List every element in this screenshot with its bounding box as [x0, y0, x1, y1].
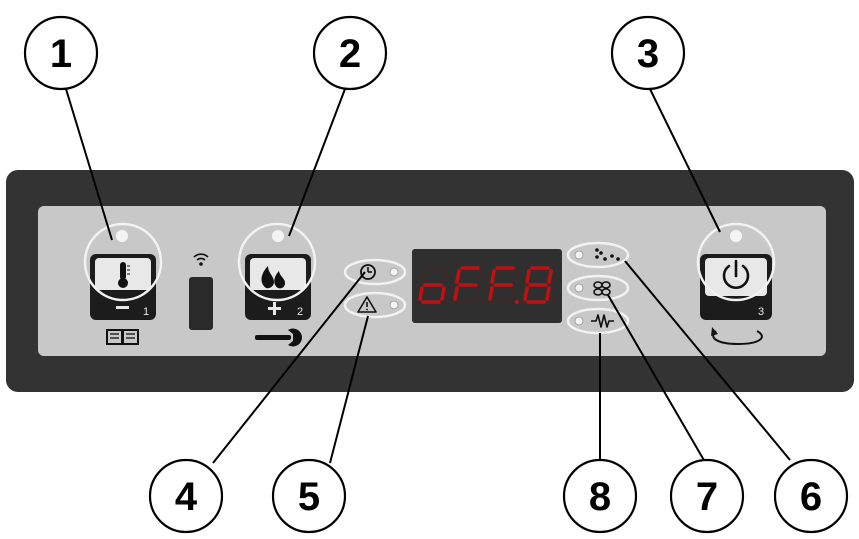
svg-text:8: 8 [589, 475, 611, 519]
power-icon [722, 259, 750, 289]
button-number: 2 [297, 306, 303, 318]
svg-text:2: 2 [339, 32, 361, 76]
display-decimal-point [479, 299, 485, 305]
led-button-1 [116, 230, 128, 242]
callout-1: 1 [23, 15, 99, 91]
svg-text:7: 7 [696, 475, 718, 519]
display-decimal-point [444, 299, 450, 305]
callout-6: 6 [773, 458, 849, 534]
display-segment [420, 269, 426, 284]
display-segment [488, 286, 494, 301]
warning-icon [357, 296, 377, 313]
seven-segment-display [412, 249, 562, 323]
svg-text:3: 3 [637, 32, 659, 76]
button-3-power[interactable]: 3 [700, 254, 772, 320]
display-segment [523, 286, 529, 301]
display-segment [440, 286, 446, 301]
highlight-ring-1 [83, 222, 163, 302]
wifi-module-slot [189, 277, 213, 330]
led [389, 300, 399, 310]
button-number: 1 [143, 306, 149, 318]
led-button-3 [730, 230, 742, 242]
display-segment [418, 286, 424, 301]
display-segment [547, 269, 553, 284]
pellet-feed-icon [595, 248, 620, 261]
display-segment [510, 286, 516, 301]
display-decimal-point [549, 299, 555, 305]
callout-2: 2 [312, 15, 388, 91]
svg-text:1: 1 [50, 32, 72, 76]
clock-icon [360, 264, 376, 280]
thermometer-icon [118, 262, 130, 288]
svg-text:6: 6 [800, 475, 822, 519]
led [389, 267, 399, 277]
cycle-arrow-icon [711, 327, 763, 346]
led [574, 316, 584, 326]
button-1-temperature-minus[interactable]: 1 [90, 254, 156, 320]
heating-element-icon [591, 314, 614, 328]
display-segment [442, 269, 448, 284]
indicator-clock [343, 258, 407, 286]
display-segment [545, 286, 551, 301]
leader-lines [65, 88, 791, 464]
display-segment [475, 286, 481, 301]
display-segment [490, 269, 496, 284]
button-2-flame-plus[interactable]: 2 [245, 254, 311, 320]
callout-7: 7 [669, 458, 745, 534]
fan-icon [593, 281, 611, 296]
callout-3: 3 [610, 15, 686, 91]
display-segment [525, 269, 531, 284]
callout-8: 8 [562, 458, 638, 534]
svg-text:4: 4 [175, 475, 198, 519]
indicator-fan [566, 274, 630, 302]
wrench-icon [255, 328, 302, 347]
callout-4: 4 [148, 458, 224, 534]
minus-icon [116, 306, 129, 309]
manual-book-icon [106, 329, 139, 345]
led-button-2 [272, 230, 284, 242]
led [574, 283, 584, 293]
display-segment [512, 269, 518, 284]
callout-5: 5 [271, 458, 347, 534]
indicator-warning [343, 291, 407, 319]
highlight-ring-3 [696, 222, 776, 302]
svg-text:5: 5 [298, 475, 320, 519]
highlight-ring-2 [237, 222, 317, 302]
indicator-pellet-feed [566, 241, 630, 269]
flame-icon [261, 266, 286, 289]
indicator-heating-element [566, 307, 630, 335]
display-segment [453, 286, 459, 301]
display-segment [477, 269, 483, 284]
wifi-icon [193, 253, 209, 266]
plus-icon-v [273, 302, 276, 315]
display-segment [455, 269, 461, 284]
display-decimal-point [514, 299, 520, 305]
led [574, 250, 584, 260]
display-digits [418, 266, 555, 305]
button-number: 3 [758, 306, 764, 318]
